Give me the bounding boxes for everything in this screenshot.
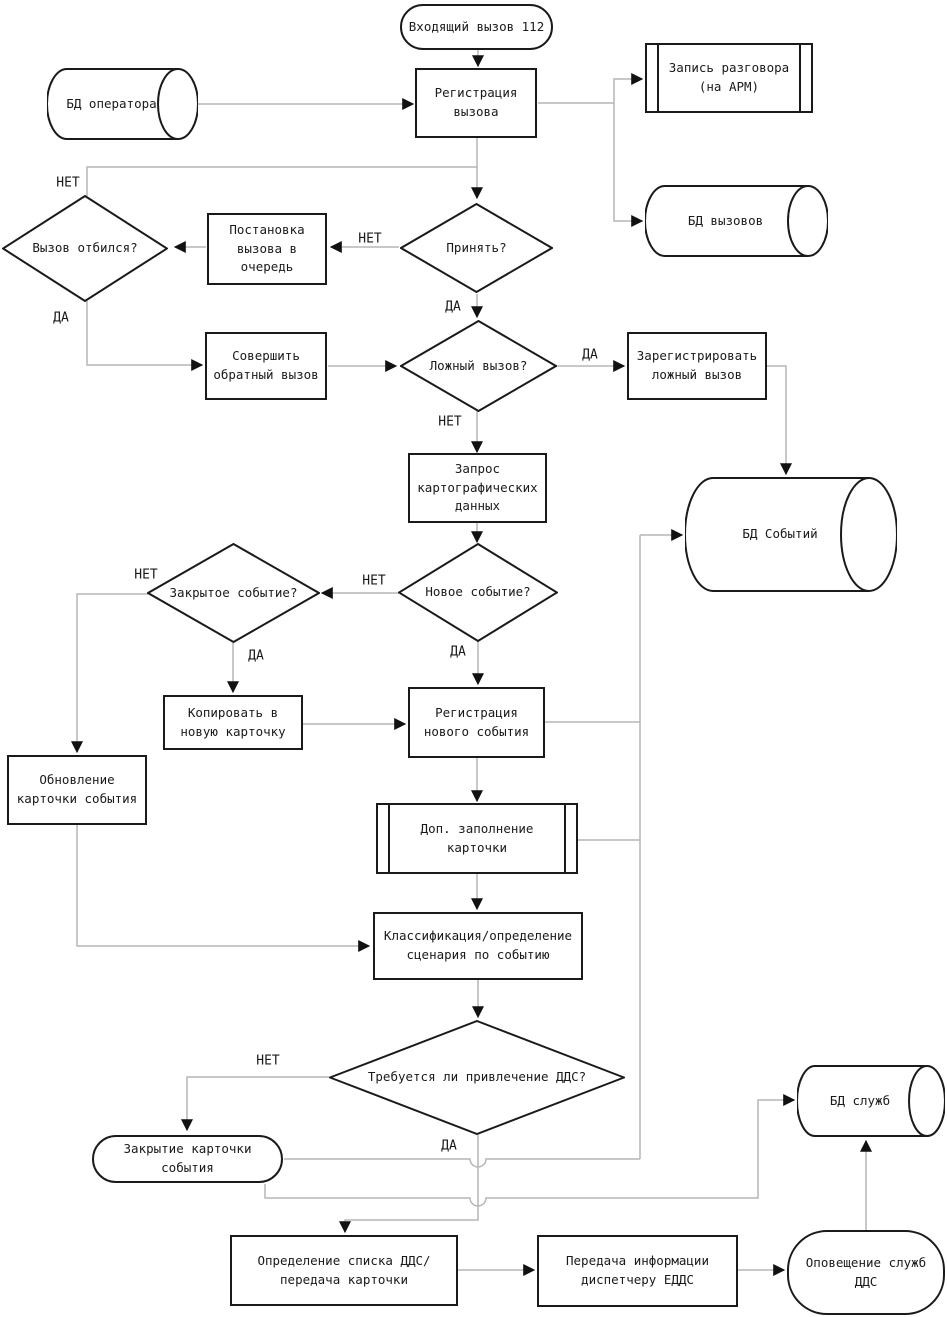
node-db-operator-label: БД оператора xyxy=(66,95,157,111)
subprocess-bar xyxy=(657,45,659,111)
node-register-event-process: Регистрация нового события xyxy=(408,687,545,758)
node-db-services-label: БД служб xyxy=(829,1092,891,1108)
node-queue-label: Постановка вызова в очередь xyxy=(229,221,305,275)
node-transfer-info-label: Передача информации диспетчеру ЕДДС xyxy=(566,1253,709,1287)
node-db-events-label: БД Событий xyxy=(742,526,818,542)
node-db-operator-database: БД оператора xyxy=(47,68,198,140)
node-call-dropped-label: Вызов отбился? xyxy=(32,240,138,256)
edge-label-no: НЕТ xyxy=(438,414,462,430)
node-need-dds-label: Требуется ли привлечение ДДС? xyxy=(367,1069,587,1085)
node-dds-list-process: Определение списка ДДС/ передача карточк… xyxy=(230,1235,458,1306)
edge-label-yes: ДА xyxy=(441,1138,457,1154)
edge-label-yes: ДА xyxy=(450,644,466,660)
node-callback-process: Совершить обратный вызов xyxy=(205,332,327,400)
node-start-label: Входящий вызов 112 xyxy=(408,18,545,34)
node-queue-process: Постановка вызова в очередь xyxy=(207,213,327,285)
edge-label-no: НЕТ xyxy=(362,573,386,589)
edge-label-no: НЕТ xyxy=(256,1053,280,1069)
node-close-card-label: Закрытие карточки события xyxy=(123,1141,252,1175)
node-map-request-process: Запрос картографических данных xyxy=(408,453,547,523)
node-copy-card-process: Копировать в новую карточку xyxy=(163,695,303,750)
node-map-request-label: Запрос картографических данных xyxy=(417,460,538,514)
node-notify-dds-label: Оповещение служб ДДС xyxy=(805,1254,927,1289)
node-update-card-process: Обновление карточки события xyxy=(7,755,147,825)
node-fill-card-subprocess: Доп. заполнение карточки xyxy=(376,803,578,874)
node-closed-event-label: Закрытое событие? xyxy=(169,584,298,600)
subprocess-bar xyxy=(799,45,801,111)
node-false-call-label: Ложный вызов? xyxy=(429,357,528,373)
node-register-false-process: Зарегистрировать ложный вызов xyxy=(627,332,767,400)
node-db-calls-database: БД вызовов xyxy=(645,185,828,257)
node-db-events-database: БД Событий xyxy=(685,477,897,592)
node-registration-label: Регистрация вызова xyxy=(434,85,518,119)
subprocess-bar xyxy=(388,805,390,872)
node-accept-label: Принять? xyxy=(446,239,507,255)
node-transfer-info-process: Передача информации диспетчеру ЕДДС xyxy=(537,1235,738,1307)
node-update-card-label: Обновление карточки события xyxy=(16,772,138,806)
node-db-services-database: БД служб xyxy=(797,1065,945,1137)
node-start-terminator: Входящий вызов 112 xyxy=(400,4,553,50)
node-register-event-label: Регистрация нового события xyxy=(423,704,530,739)
edge-label-yes: ДА xyxy=(53,310,69,326)
edge-label-yes: ДА xyxy=(248,648,264,664)
node-copy-card-label: Копировать в новую карточку xyxy=(180,704,286,739)
node-record-call-subprocess: Запись разговора (на АРМ) xyxy=(645,43,813,113)
node-dds-list-label: Определение списка ДДС/ передача карточк… xyxy=(257,1252,431,1287)
node-close-card-terminator: Закрытие карточки события xyxy=(92,1135,283,1183)
node-registration-process: Регистрация вызова xyxy=(415,68,537,138)
node-new-event-decision: Новое событие? xyxy=(398,543,558,642)
edge-label-no: НЕТ xyxy=(56,175,80,191)
node-register-false-label: Зарегистрировать ложный вызов xyxy=(636,348,758,382)
edge-label-yes: ДА xyxy=(582,347,598,363)
node-classify-label: Классификация/определение сценария по со… xyxy=(383,928,573,962)
node-accept-decision: Принять? xyxy=(400,203,553,293)
node-notify-dds-terminator: Оповещение служб ДДС xyxy=(787,1230,945,1315)
node-closed-event-decision: Закрытое событие? xyxy=(147,543,320,643)
node-call-dropped-decision: Вызов отбился? xyxy=(2,195,168,302)
node-callback-label: Совершить обратный вызов xyxy=(213,348,319,382)
edge-label-yes: ДА xyxy=(445,299,461,315)
node-fill-card-label: Доп. заполнение карточки xyxy=(420,820,534,855)
node-record-call-label: Запись разговора (на АРМ) xyxy=(668,60,790,94)
node-false-call-decision: Ложный вызов? xyxy=(400,320,557,412)
node-db-calls-label: БД вызовов xyxy=(687,212,764,228)
edge-label-no: НЕТ xyxy=(358,231,382,247)
subprocess-bar xyxy=(564,805,566,872)
node-new-event-label: Новое событие? xyxy=(425,584,531,600)
node-classify-process: Классификация/определение сценария по со… xyxy=(373,912,583,980)
edge-label-no: НЕТ xyxy=(134,567,158,583)
node-need-dds-decision: Требуется ли привлечение ДДС? xyxy=(329,1020,625,1135)
